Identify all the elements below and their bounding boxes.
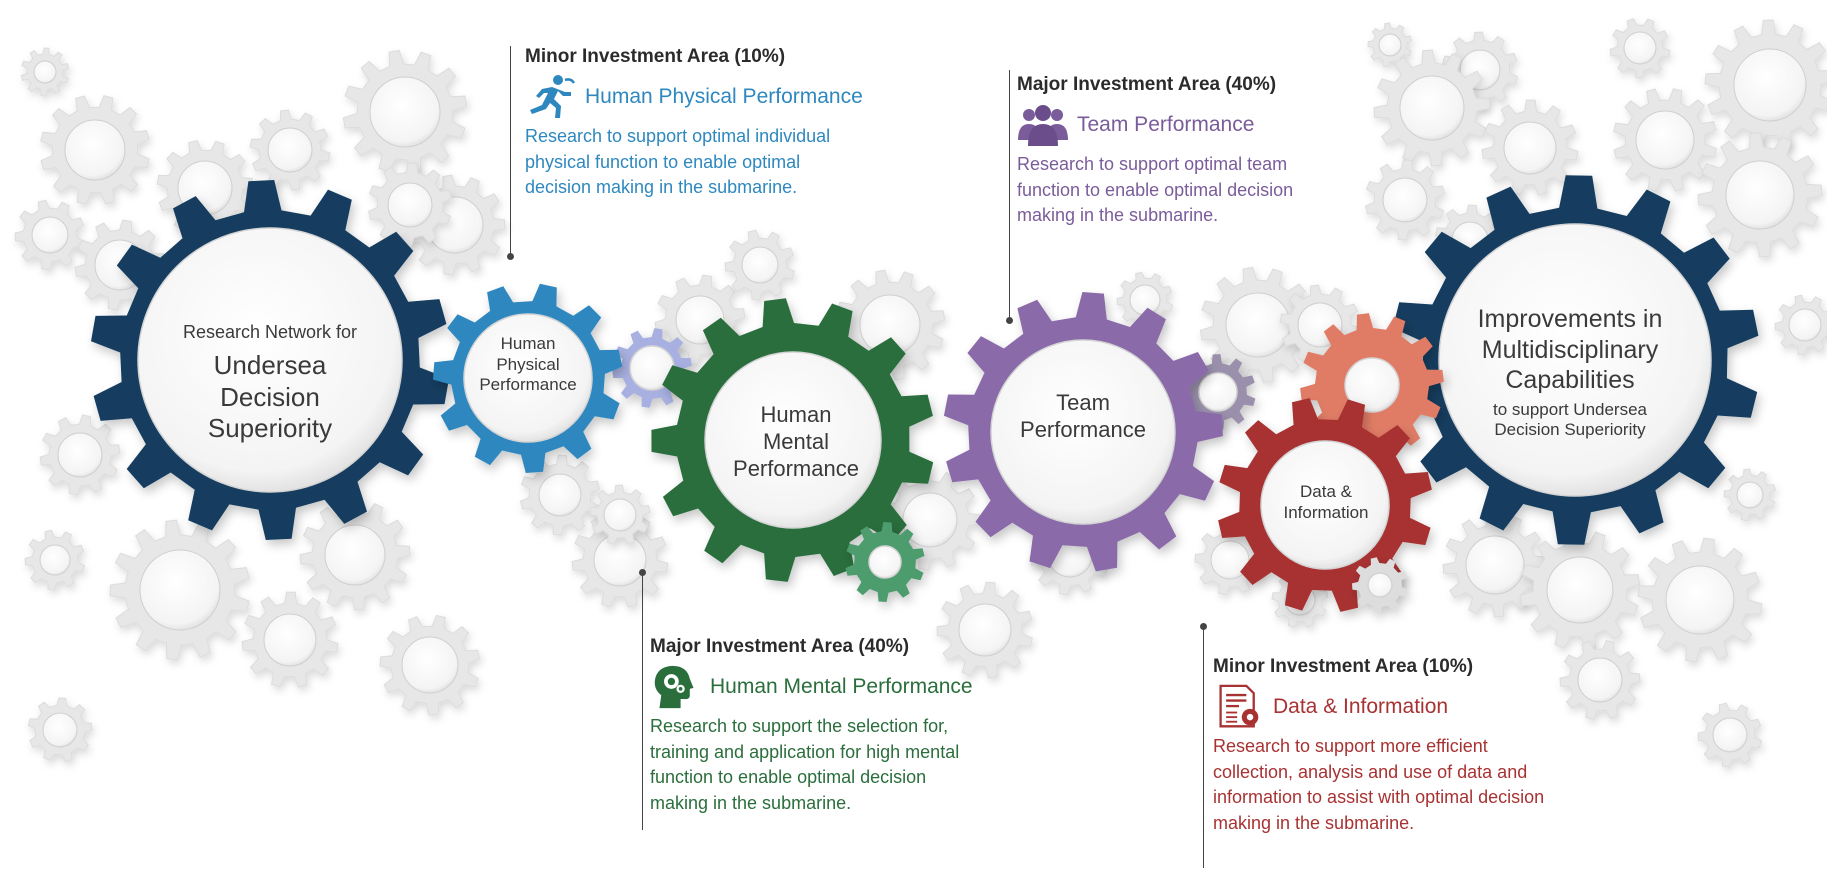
background-gear (27, 697, 93, 763)
improvements-gear-label: Improvements in Multidisciplinary Capabi… (1477, 305, 1663, 440)
callout-human-physical: Minor Investment Area (10%) Human Physic… (525, 46, 863, 201)
human-physical-gear (433, 283, 623, 473)
investment-area-label: Major Investment Area (40%) (650, 636, 910, 657)
background-gear (1697, 702, 1763, 768)
background-gear (39, 414, 121, 496)
area-name: Data & Information (1273, 695, 1449, 718)
callout-data-information: Minor Investment Area (10%) Data & Infor… (1213, 656, 1544, 836)
background-gear (109, 519, 250, 661)
background-gear (1559, 639, 1641, 721)
background-gear (299, 499, 411, 611)
background-gear (40, 95, 150, 205)
mental-connector-dot (639, 569, 646, 576)
team-connector-line (1009, 70, 1010, 320)
background-gear (1609, 18, 1671, 79)
background-gear (1364, 159, 1446, 241)
background-gear (571, 511, 669, 608)
area-description: Research to support the selection for, t… (650, 716, 960, 813)
background-gear (589, 484, 651, 545)
runner-icon (525, 74, 577, 120)
background-gear (14, 199, 86, 271)
background-gear (379, 614, 481, 716)
background-gear (1481, 99, 1579, 196)
mental-connector-line (642, 572, 643, 830)
area-description: Research to support more efficient colle… (1213, 736, 1545, 833)
background-gear (1373, 49, 1491, 167)
physical-connector-dot (507, 253, 514, 260)
investment-area-label: Major Investment Area (40%) (1017, 74, 1277, 95)
human-mental-gear (651, 298, 934, 582)
physical-connector-line (510, 46, 511, 256)
background-gear (367, 162, 453, 248)
background-gear (724, 229, 796, 301)
background-gear (1367, 22, 1413, 68)
area-name: Human Mental Performance (710, 675, 973, 698)
area-name: Team Performance (1077, 113, 1255, 136)
human-physical-gear-label: Human Physical Performance (479, 334, 577, 395)
callout-human-mental: Major Investment Area (40%) Human Mental… (650, 636, 973, 816)
data-info-gear (1218, 398, 1432, 612)
area-description: Research to support optimal team functio… (1017, 154, 1294, 226)
background-gear (342, 49, 468, 175)
background-gear (1637, 537, 1763, 663)
background-gear (1723, 468, 1777, 522)
data-document-icon (1213, 684, 1265, 730)
background-gear (1704, 19, 1827, 150)
background-gear (519, 454, 601, 536)
small-gray-gear (1352, 557, 1408, 613)
team-gear (943, 292, 1223, 572)
data-connector-line (1203, 626, 1204, 868)
team-icon (1017, 102, 1069, 148)
background-gear (936, 581, 1033, 679)
background-gear (241, 591, 339, 688)
data-connector-dot (1200, 623, 1207, 630)
area-description: Research to support optimal individual p… (525, 126, 831, 198)
background-gear (20, 47, 70, 97)
callout-team: Major Investment Area (40%) Team Perform… (1017, 74, 1293, 229)
research-network-gear-label: Research Network for Undersea Decision S… (182, 322, 358, 444)
team-connector-dot (1006, 317, 1013, 324)
background-gear (249, 109, 331, 191)
background-gear (1613, 88, 1717, 192)
main-gears (91, 175, 1759, 613)
background-gear (1697, 132, 1823, 258)
background-gear (24, 529, 86, 591)
head-gears-icon (650, 664, 702, 710)
data-info-gear-label: Data & Information (1283, 482, 1369, 522)
investment-area-label: Minor Investment Area (10%) (525, 46, 786, 67)
team-gear-label: Team Performance (1020, 390, 1146, 442)
research-network-gear (91, 180, 449, 540)
background-gear (1116, 271, 1174, 329)
improvements-gear (1391, 175, 1759, 545)
area-name: Human Physical Performance (585, 85, 863, 108)
background-gear (1442, 512, 1548, 618)
background-gear (1519, 529, 1641, 651)
background-gear (1774, 294, 1827, 356)
investment-area-label: Minor Investment Area (10%) (1213, 656, 1474, 677)
small-green-gear (845, 522, 925, 602)
human-mental-gear-label: Human Mental Performance (733, 402, 859, 481)
